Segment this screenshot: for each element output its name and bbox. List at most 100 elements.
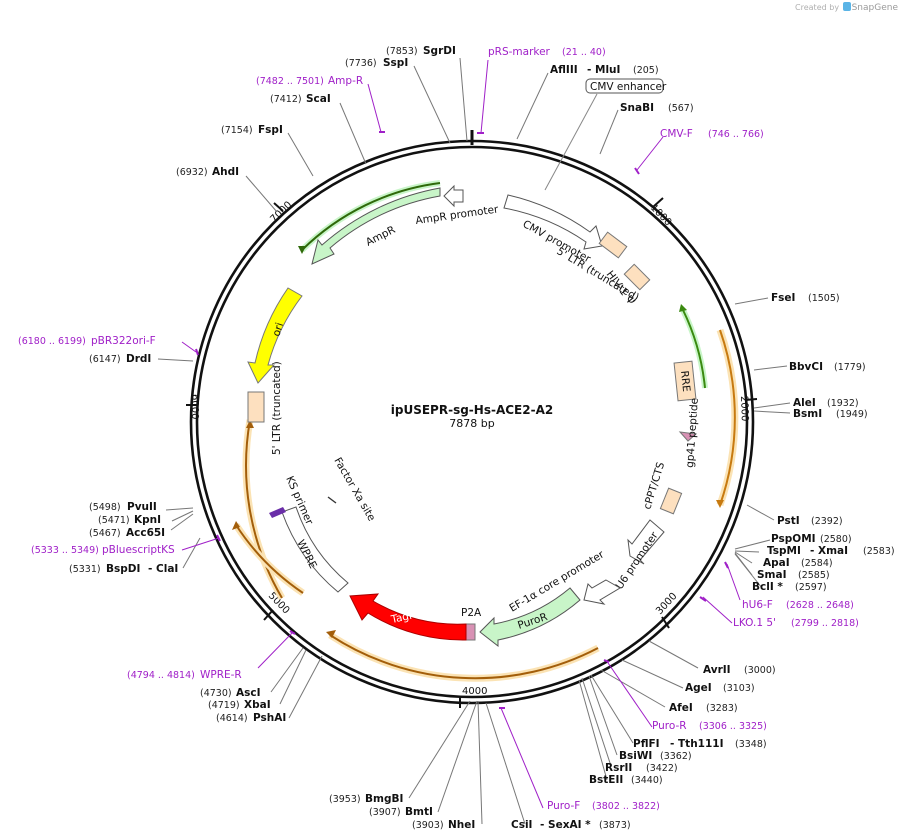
ampr-arrow[interactable] [311,187,441,265]
svg-text:Puro-F: Puro-F [547,800,580,812]
enzyme-tspmi-xmai: TspMI - XmaI (2583) [767,545,895,557]
svg-text:(567): (567) [668,103,694,114]
cppt-box[interactable] [659,487,683,515]
center-text: ipUSEPR-sg-Hs-ACE2-A2 7878 bp [391,403,553,430]
svg-text:pBR322ori-F: pBR322ori-F [91,335,156,347]
svg-text:(1505): (1505) [808,293,840,304]
plasmid-backbone [189,130,755,705]
svg-text:WPRE-R: WPRE-R [200,669,242,681]
tick-label-2000: 2000 [738,396,750,422]
cmv-enhancer-box[interactable] [585,78,664,94]
svg-text:(2799 .. 2818): (2799 .. 2818) [791,618,859,629]
primer-wpre-r: (4794 .. 4814) WPRE-R [127,669,242,681]
enzyme-rsrii: RsrII(3422) [605,762,678,774]
svg-text:(5498): (5498) [89,502,121,513]
p2a-box[interactable] [465,623,476,641]
gp41-label: gp41 peptide [684,398,701,469]
svg-text:(2597): (2597) [795,582,827,593]
svg-text:ScaI: ScaI [306,93,331,105]
svg-text:KpnI: KpnI [134,514,161,526]
primer-leaders [181,59,741,809]
svg-text:TspMI: TspMI [767,545,801,557]
rre-box[interactable] [673,360,697,402]
primer-prs-marker: pRS-marker (21 .. 40) [488,46,606,58]
enzyme-avrii: AvrII (3000) [703,664,776,676]
svg-text:(2628 .. 2648): (2628 .. 2648) [786,600,854,611]
svg-text:XbaI: XbaI [244,699,271,711]
svg-text:(1949): (1949) [836,409,868,420]
cmv-enhancer-label: CMV enhancer [590,81,667,93]
svg-text:(3873): (3873) [599,820,631,831]
ks-primer-marker[interactable] [269,507,286,518]
svg-text:(7412): (7412) [270,94,302,105]
svg-text:(6932): (6932) [176,167,208,178]
u6-promoter-arrow[interactable] [627,519,665,565]
svg-text:(3306 .. 3325): (3306 .. 3325) [699,721,767,732]
svg-text:(6180 .. 6199): (6180 .. 6199) [18,336,86,347]
svg-text:BbvCI: BbvCI [789,361,823,373]
primer-pbluescriptks: (5333 .. 5349)pBluescriptKS [31,544,175,556]
svg-text:BsmI: BsmI [793,408,822,420]
puror-arrow[interactable] [479,587,581,648]
enzyme-pvuii: (5498)PvuII [89,501,157,513]
svg-text:(2583): (2583) [863,546,895,557]
svg-text:(3907): (3907) [369,807,401,818]
enzyme-acc65i: (5467)Acc65I [89,527,165,539]
ampr-promoter-arrow[interactable] [443,184,464,208]
gp41-marker[interactable] [678,431,698,442]
primer-pbr322ori-f: (6180 .. 6199) pBR322ori-F [18,335,156,347]
enzyme-bcli: BclI *(2597) [752,581,827,593]
credit-prefix: Created by [795,3,840,12]
enzyme-drdi: (6147)DrdI [89,353,151,365]
enzyme-pshai: (4614)PshAI [216,712,286,724]
wpre-box[interactable] [281,506,349,593]
svg-text:PflFI: PflFI [633,738,660,750]
svg-text:(21 .. 40): (21 .. 40) [562,47,606,58]
enzyme-label-list: (7853)SgrDI (7736)SspI (7412)ScaI (7154)… [69,45,895,831]
cmv-promoter-arrow[interactable] [503,194,603,250]
enzyme-asci: (4730)AscI [200,687,261,699]
rre-label: RRE [678,370,692,392]
primer-lko1-5: LKO.1 5'(2799 .. 2818) [733,617,859,629]
svg-text:(2584): (2584) [801,558,833,569]
enzyme-sgrdi: (7853)SgrDI [386,45,456,57]
svg-text:(2580): (2580) [820,534,852,545]
svg-text:- XmaI: - XmaI [810,545,848,557]
ori-arrow[interactable] [247,287,303,384]
svg-text:(3103): (3103) [723,683,755,694]
ef1a-arrow[interactable] [583,579,621,605]
enzyme-pflfi-tth111i: PflFI- Tth111I(3348) [633,738,767,750]
enzyme-fsei: FseI (1505) [771,292,840,304]
svg-text:BspDI: BspDI [106,563,140,575]
hiv1-psi-box[interactable] [623,263,651,291]
primer-puro-r: Puro-R(3306 .. 3325) [652,720,767,732]
svg-text:AleI: AleI [793,397,816,409]
svg-text:AvrII: AvrII [703,664,731,676]
svg-text:(1932): (1932) [827,398,859,409]
enzyme-snabi: SnaBI(567) [620,102,694,114]
svg-text:BmgBI: BmgBI [365,793,403,805]
svg-text:FseI: FseI [771,292,795,304]
enzyme-bmgbi: (3953) BmgBI [329,793,403,805]
svg-text:ApaI: ApaI [763,557,790,569]
svg-text:AfeI: AfeI [669,702,693,714]
svg-text:AhdI: AhdI [212,166,239,178]
svg-text:(7853): (7853) [386,46,418,57]
svg-text:(7482 .. 7501): (7482 .. 7501) [256,76,324,87]
snapgene-credit: Created by SnapGene [795,2,898,13]
svg-text:(3000): (3000) [744,665,776,676]
svg-text:(6147): (6147) [89,354,121,365]
svg-text:(4794 .. 4814): (4794 .. 4814) [127,670,195,681]
svg-text:(3903): (3903) [412,820,444,831]
tagrfp-arrow[interactable] [349,593,467,641]
svg-text:(3953): (3953) [329,794,361,805]
svg-text:pBluescriptKS: pBluescriptKS [102,544,175,556]
enzyme-csii-sexai: CsiI- SexAI *(3873) [511,819,631,831]
enzyme-bsmi: BsmI (1949) [793,408,868,420]
ltr5-left-box[interactable] [247,391,265,423]
svg-text:pRS-marker: pRS-marker [488,46,551,58]
svg-text:(5471): (5471) [98,515,130,526]
ltr5-right-box[interactable] [598,231,628,259]
svg-text:(3362): (3362) [660,751,692,762]
